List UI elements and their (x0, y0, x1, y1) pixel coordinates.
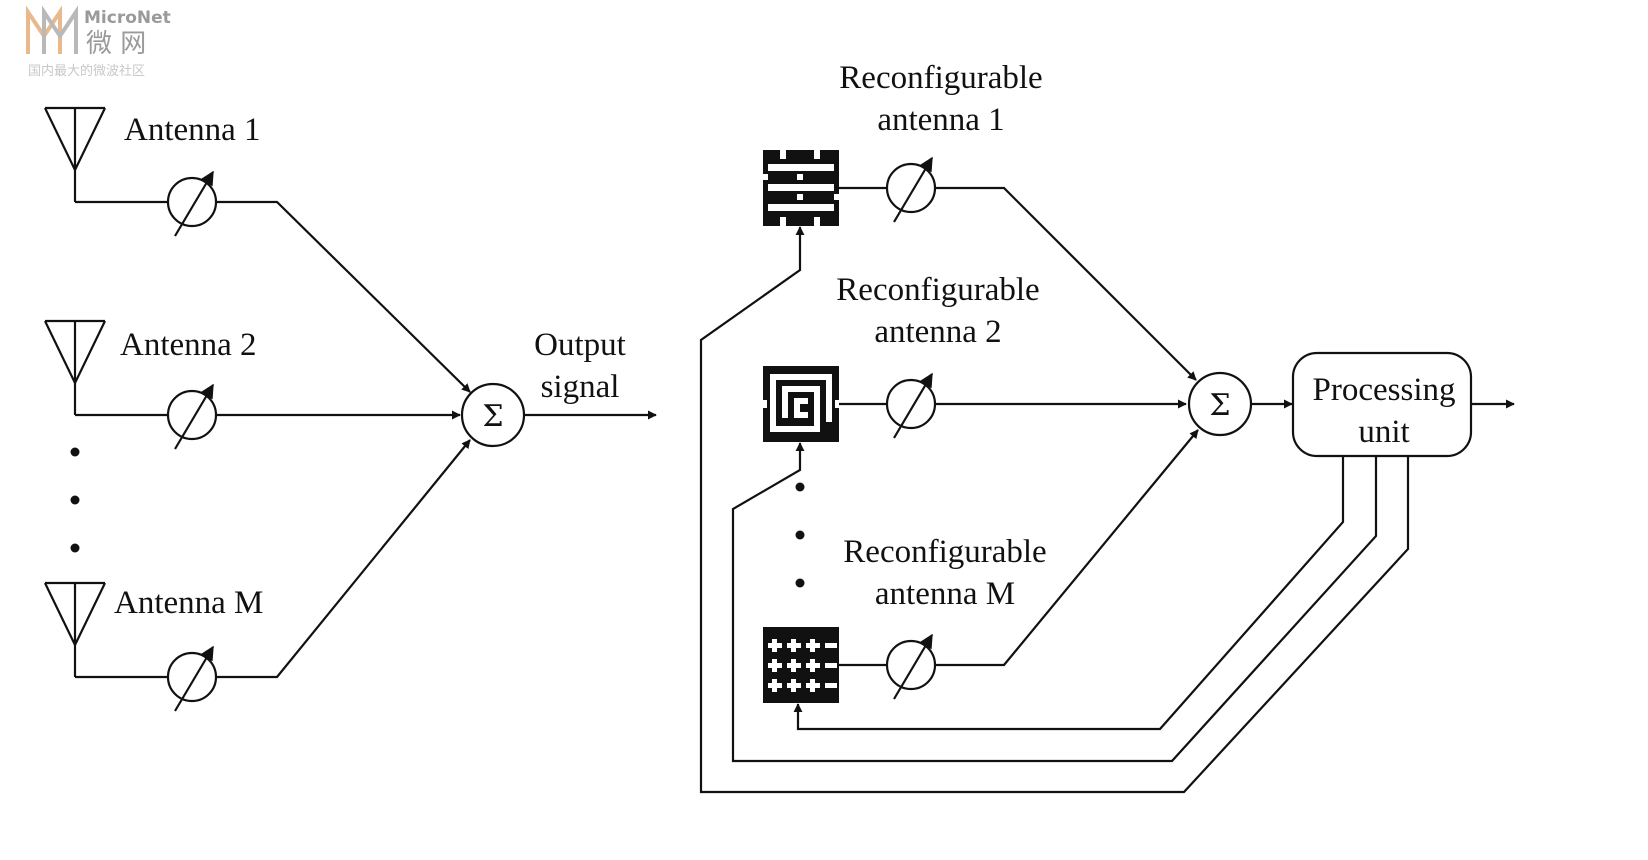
output-label-line1: Output (534, 327, 626, 363)
antenna-2-label: Antenna 2 (120, 327, 257, 363)
antenna-m-label: Antenna M (114, 585, 263, 621)
reconfigurable-antenna-m-icon (763, 627, 839, 703)
summer-left-symbol: Σ (482, 399, 503, 434)
processing-unit-label-line2: unit (1358, 414, 1409, 450)
phase-shifter-m-icon (168, 647, 216, 711)
antenna-icon (43, 581, 107, 679)
antenna-icon (43, 319, 107, 417)
summer-right: Σ (1187, 371, 1253, 437)
watermark-brand: MicroNet (84, 8, 171, 28)
reconfigurable-antenna-1-icon (763, 150, 839, 226)
reconfigurable-antenna-m-label-line2: antenna M (875, 576, 1015, 612)
watermark-slogan: 国内最大的微波社区 (28, 63, 145, 79)
conventional-array-diagram: Antenna 1 Antenna 2 Antenna M Σ (43, 106, 657, 711)
reconfigurable-antenna-2-icon (763, 366, 839, 442)
control-line-2 (731, 442, 1378, 763)
r-path-m-to-summer (935, 429, 1199, 667)
reconfigurable-antenna-1-label-line1: Reconfigurable (839, 60, 1042, 96)
reconfigurable-antenna-2-label-line2: antenna 2 (874, 314, 1001, 350)
r-path-1-to-summer (935, 186, 1197, 381)
processing-unit-label-line1: Processing (1313, 372, 1456, 408)
summer-left: Σ (460, 382, 526, 448)
summer-right-symbol: Σ (1209, 388, 1230, 423)
phase-shifter-1-icon (168, 172, 216, 236)
output-label-line2: signal (541, 369, 620, 405)
micronet-watermark: MicroNet 微 网 国内最大的微波社区 (26, 5, 171, 79)
r-phase-shifter-2-icon (887, 374, 935, 438)
antenna-m (43, 581, 107, 679)
path-1-to-summer (216, 200, 471, 393)
phase-shifter-2-icon (168, 385, 216, 449)
r-phase-shifter-m-icon (887, 635, 935, 699)
processing-unit: Processing unit (1291, 351, 1473, 458)
control-line-1 (699, 226, 1410, 794)
antenna-2 (43, 319, 107, 417)
control-line-m (793, 456, 1345, 731)
r-ellipsis-dots (795, 482, 805, 588)
antenna-1 (43, 106, 107, 204)
reconfigurable-array-diagram: Reconfigurable antenna 1 Reconfigurable … (699, 60, 1515, 794)
watermark-chinese-name: 微 网 (86, 29, 146, 59)
reconfigurable-antenna-2-label-line1: Reconfigurable (836, 272, 1039, 308)
reconfigurable-antenna-1-label-line2: antenna 1 (877, 102, 1004, 138)
reconfigurable-antenna-m-label-line1: Reconfigurable (843, 534, 1046, 570)
r-phase-shifter-1-icon (887, 158, 935, 222)
antenna-icon (43, 106, 107, 204)
micronet-logo-icon (26, 5, 78, 54)
ellipsis-dots (70, 447, 80, 553)
path-m-to-summer (216, 439, 471, 679)
antenna-1-label: Antenna 1 (124, 112, 261, 148)
